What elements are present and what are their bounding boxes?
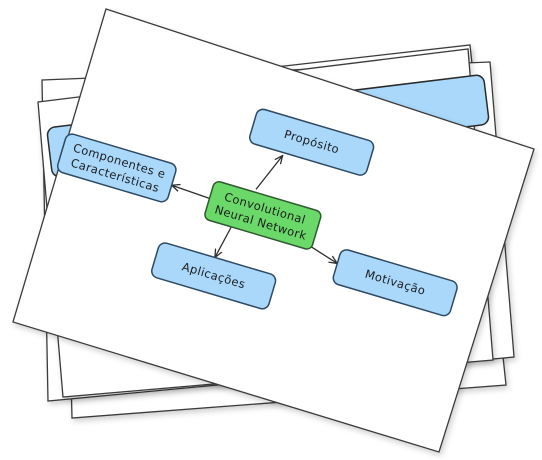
node-componentes-box	[56, 133, 177, 203]
node-aplicacoes[interactable]: Aplicações	[150, 241, 277, 310]
node-motivacao-box	[332, 249, 458, 317]
node-proposito[interactable]: Propósito	[248, 108, 375, 177]
node-proposito-box	[248, 108, 375, 176]
edge-center-motivacao	[309, 245, 340, 263]
node-componentes[interactable]: Componentes e Características	[56, 132, 178, 203]
node-center-box	[204, 180, 322, 250]
edge-center-componentes	[171, 185, 213, 200]
node-aplicacoes-box	[150, 242, 277, 310]
node-motivacao[interactable]: Motivação	[332, 248, 459, 317]
mindmap: Convolutional Neural Network Propósito C…	[56, 108, 459, 317]
edge-center-proposito	[255, 151, 283, 190]
edge-center-aplicacoes	[215, 226, 232, 260]
